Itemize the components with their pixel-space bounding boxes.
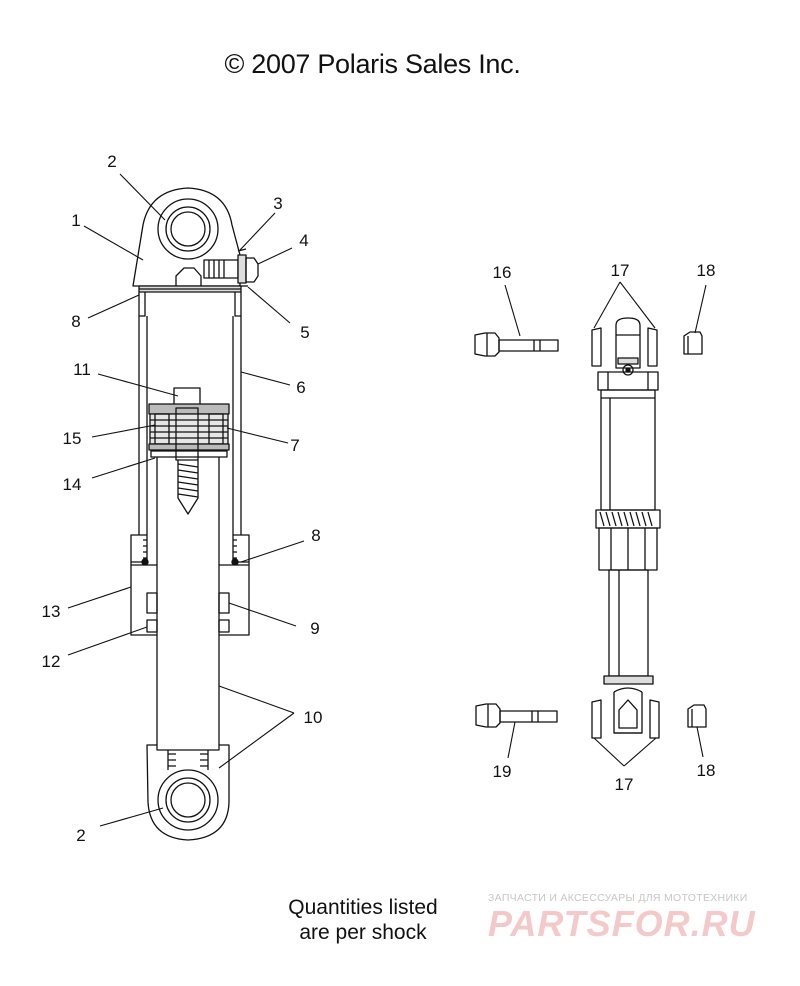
callout-17-top: 17	[611, 261, 630, 280]
callout-9: 9	[310, 619, 319, 638]
shaft-body	[156, 457, 220, 745]
shaft	[608, 569, 649, 677]
quantities-note: Quantities listed are per shock	[258, 895, 468, 945]
callout-7: 7	[290, 436, 299, 455]
callout-11: 11	[73, 360, 91, 379]
mounting-bolt-upper	[474, 332, 559, 357]
bushing-lower-right	[649, 699, 660, 739]
top-eyelet-mount	[132, 187, 241, 287]
quantities-note-line-1: Quantities listed	[288, 896, 438, 919]
callout-15: 15	[63, 429, 82, 448]
callout-leaders-left	[67, 173, 305, 827]
top-eyelet-bushing-outer	[157, 198, 219, 260]
locknut-upper	[683, 331, 703, 355]
callout-12: 12	[42, 652, 61, 671]
callout-2-top: 2	[107, 152, 116, 171]
callout-8-top: 8	[71, 312, 80, 331]
callout-14: 14	[63, 475, 82, 494]
callout-18-bottom: 18	[697, 761, 716, 780]
callout-13: 13	[42, 602, 61, 621]
callout-2-bottom: 2	[76, 826, 85, 845]
callout-16: 16	[493, 263, 512, 282]
bushing-lower-left	[591, 699, 602, 739]
piston-rod-threaded-end	[177, 460, 199, 515]
watermark: ЗАПЧАСТИ И АКСЕССУАРЫ ДЛЯ МОТОТЕХНИКИ PA…	[488, 892, 793, 942]
callout-leaders-right	[504, 281, 707, 767]
callout-3: 3	[273, 194, 282, 213]
watermark-tagline: ЗАПЧАСТИ И АКСЕССУАРЫ ДЛЯ МОТОТЕХНИКИ	[488, 892, 748, 904]
callout-10: 10	[304, 708, 323, 727]
callout-1: 1	[71, 211, 80, 230]
shock-cutaway-view	[67, 173, 305, 841]
callout-numbers: 2 1 3 4 8 5 11 6 15 7 14 8 13 9 12 10 2 …	[42, 152, 716, 845]
shock-body-outer	[138, 316, 242, 535]
callout-5: 5	[300, 323, 309, 342]
lower-seal-collar	[130, 534, 250, 636]
bottom-eyelet-mount	[146, 744, 230, 841]
callout-6: 6	[296, 378, 305, 397]
bushing-upper-right	[647, 327, 658, 367]
piston-assembly	[148, 403, 230, 458]
callout-18-top: 18	[697, 261, 716, 280]
copyright-notice: © 2007 Polaris Sales Inc.	[224, 49, 521, 79]
watermark-logo: PARTSFOR.RU	[488, 903, 756, 944]
shock-body	[600, 389, 656, 511]
locknut-lower	[687, 704, 707, 728]
bushing-upper-left	[591, 327, 602, 367]
shock-external-view	[474, 281, 707, 767]
callout-8-mid: 8	[311, 526, 320, 545]
schrader-valve-assembly	[203, 248, 259, 287]
callout-17-bottom: 17	[615, 775, 634, 794]
bottom-eyelet-bushing	[157, 769, 219, 831]
mounting-bolt-lower	[475, 703, 558, 728]
callout-4: 4	[299, 231, 308, 250]
quantities-note-line-2: are per shock	[299, 921, 427, 944]
callout-19: 19	[493, 762, 512, 781]
